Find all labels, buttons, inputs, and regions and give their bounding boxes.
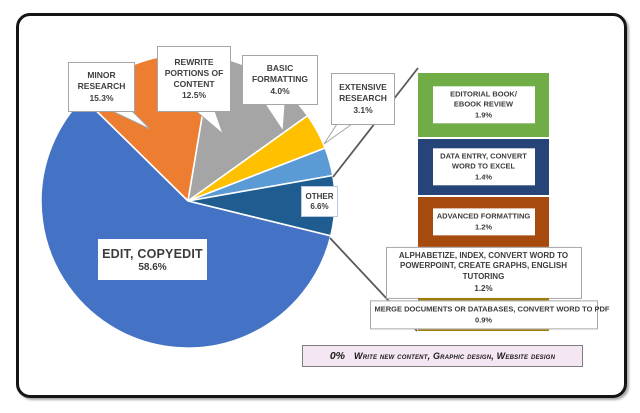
bar-segment-percent: 1.4% <box>474 172 493 182</box>
callout-title: MINOR RESEARCH <box>77 70 126 92</box>
zero-percent-items: Write new content, Graphic design, Websi… <box>354 351 556 361</box>
slice-label-other: OTHER 6.6% <box>301 186 338 217</box>
bar-segment-label: ALPHABETIZE, INDEX, CONVERT WORD TO POWE… <box>385 246 582 299</box>
bar-segment-label: ADVANCED FORMATTING 1.2% <box>432 208 535 236</box>
bar-segment-title: ALPHABETIZE, INDEX, CONVERT WORD TO POWE… <box>398 250 569 281</box>
callout-basic-formatting: BASIC FORMATTING 4.0% <box>242 55 318 105</box>
bar-segment-percent: 1.2% <box>474 222 493 232</box>
bar-segment-data-entry: DATA ENTRY, CONVERT WORD TO EXCEL 1.4% <box>418 139 549 195</box>
other-breakdown-bar: EDITORIAL BOOK/ EBOOK REVIEW 1.9% DATA E… <box>369 73 610 331</box>
callout-rewrite-portions: REWRITE PORTIONS OF CONTENT 12.5% <box>157 46 231 112</box>
slice-title: OTHER <box>305 192 334 201</box>
bar-segment-label: DATA ENTRY, CONVERT WORD TO EXCEL 1.4% <box>432 148 535 186</box>
bar-segment-percent: 1.9% <box>474 110 493 120</box>
callout-title: EXTENSIVE RESEARCH <box>339 82 387 104</box>
bar-segment-title: MERGE DOCUMENTS OR DATABASES, CONVERT WO… <box>374 303 610 313</box>
bar-segment-merge-documents: MERGE DOCUMENTS OR DATABASES, CONVERT WO… <box>369 298 610 331</box>
chart-frame <box>16 13 627 398</box>
bar-segment-alphabetize-index: ALPHABETIZE, INDEX, CONVERT WORD TO POWE… <box>385 246 582 299</box>
slice-label-edit-copyedit: EDIT, COPYEDIT 58.6% <box>98 239 207 280</box>
slice-percent: 58.6% <box>138 261 167 273</box>
callout-minor-research: MINOR RESEARCH 15.3% <box>68 62 135 112</box>
bar-segment-editorial-review: EDITORIAL BOOK/ EBOOK REVIEW 1.9% <box>418 73 549 137</box>
callout-title: REWRITE PORTIONS OF CONTENT <box>164 56 224 89</box>
slice-title: EDIT, COPYEDIT <box>102 246 203 261</box>
bar-segment-title: ADVANCED FORMATTING <box>436 211 531 221</box>
pie-slice-edit-copyedit <box>40 97 332 349</box>
callout-percent: 15.3% <box>89 92 114 103</box>
zero-percent-note: 0% Write new content, Graphic design, We… <box>302 345 583 367</box>
zero-percent-value: 0% <box>329 350 346 362</box>
bar-segment-label: MERGE DOCUMENTS OR DATABASES, CONVERT WO… <box>369 299 610 330</box>
callout-title: BASIC FORMATTING <box>251 63 309 85</box>
callout-tail-extensive-research <box>323 123 354 145</box>
bar-segment-title: EDITORIAL BOOK/ EBOOK REVIEW <box>450 89 517 109</box>
bar-segment-label: EDITORIAL BOOK/ EBOOK REVIEW 1.9% <box>432 86 535 124</box>
bar-segment-percent: 0.9% <box>474 315 493 324</box>
bar-segment-advanced-formatting: ADVANCED FORMATTING 1.2% <box>418 197 549 247</box>
callout-percent: 3.1% <box>353 104 373 115</box>
slice-percent: 6.6% <box>310 202 329 211</box>
callout-tails <box>111 103 354 145</box>
callout-extensive-research: EXTENSIVE RESEARCH 3.1% <box>331 73 395 125</box>
callout-percent: 12.5% <box>181 90 207 101</box>
callout-percent: 4.0% <box>270 85 290 96</box>
bar-segment-percent: 1.2% <box>474 283 493 293</box>
bar-segment-title: DATA ENTRY, CONVERT WORD TO EXCEL <box>440 151 527 171</box>
